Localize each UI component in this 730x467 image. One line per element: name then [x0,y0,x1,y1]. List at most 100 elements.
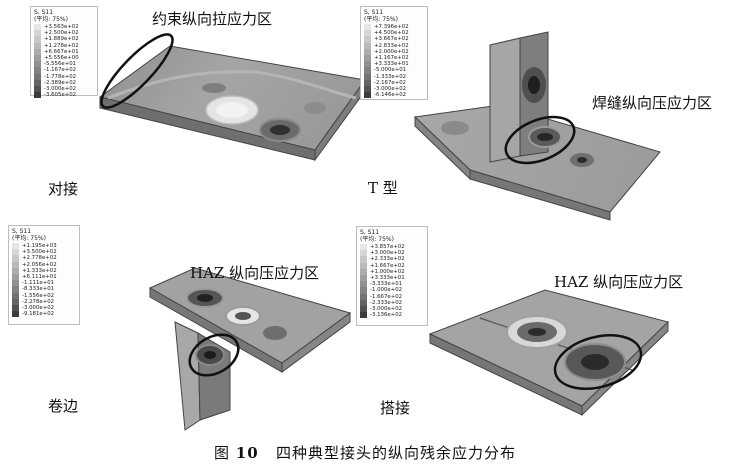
legend-swatch [360,293,367,300]
legend-swatch [12,261,19,268]
legend-level: +3.667e+02 [374,36,409,43]
legend-level: +2.500e+02 [44,30,79,37]
legend-row: -1.111e+01 [12,280,76,287]
legend-row: +7.396e+02 [364,24,424,31]
legend-swatch [360,305,367,313]
legend-var: S, S11 [360,229,380,236]
legend-swatch [364,30,371,37]
legend-swatch [12,255,19,262]
legend-level: -3.000e+02 [44,85,77,92]
legend-swatch [360,268,367,275]
legend-swatch [364,36,371,43]
legend-swatch [364,85,371,93]
figure-title: 四种典型接头的纵向残余应力分布 [275,444,516,462]
legend-row: +2.000e+02 [364,48,424,55]
legend-row: +1.000e+02 [360,268,424,275]
legend-row: -3.000e+02 [360,305,424,313]
figure-label: 图 [214,444,231,462]
legend-row: -3.000e+02 [34,85,94,93]
legend-row: +3.000e+02 [360,250,424,257]
legend-level: +3.333e+01 [374,61,409,68]
legend-row: +3.667e+02 [364,36,424,43]
legend-level: +1.195e+03 [22,243,57,250]
lap-joint-model [428,289,669,417]
legend-row: -2.278e+02 [12,298,76,305]
legend-swatch [360,250,367,257]
legend-swatch [12,298,19,305]
legend-row: -2.333e+02 [360,299,424,306]
legend-var: S, S11 [12,228,32,235]
annotation-flange: HAZ 纵向压应力区 [190,264,320,282]
annotation-lap: HAZ 纵向压应力区 [554,273,684,291]
legend-level: -3.136e+02 [370,312,403,319]
legend-level: -2.278e+02 [22,298,55,305]
legend-row: -2.167e+02 [364,79,424,86]
legend-swatch [360,244,367,251]
annotation-butt: 约束纵向拉应力区 [152,10,273,28]
legend-row: -1.000e+02 [360,287,424,294]
legend-row: -1.333e+02 [364,73,424,80]
legend-row: +2.056e+02 [12,261,76,268]
legend-row: -3.136e+02 [360,312,424,319]
legend-swatch [34,85,41,93]
legend-row: +2.333e+02 [360,256,424,263]
legend-swatch [364,67,371,74]
legend-swatch [12,273,19,281]
legend-avg: (平均: 75%) [12,235,46,242]
legend-level: +2.333e+02 [370,256,405,263]
legend-row: -1.667e+02 [360,293,424,300]
figure-caption: 图 10 四种典型接头的纵向残余应力分布 [0,442,730,463]
legend-level: -1.556e+02 [22,292,55,299]
tee-joint-model [413,31,661,221]
legend-row: +2.778e+02 [12,255,76,262]
caption-flange: 卷边 [48,397,79,415]
legend-swatch [12,243,19,250]
legend-swatch [360,262,367,269]
legend-swatch [34,48,41,55]
figure-number: 10 [235,444,259,462]
legend-row: -1.778e+02 [34,73,94,80]
legend-swatch [12,267,19,274]
legend-row: +2.833e+02 [364,42,424,49]
legend-level: -5.000e+01 [374,67,407,74]
legend-level: +3.857e+02 [370,244,405,251]
legend-level: +6.667e+01 [44,48,79,55]
legend-level: +1.667e+02 [370,262,405,269]
legend-row: +3.563e+02 [34,24,94,31]
legend-swatch [34,73,41,80]
legend-level: -2.389e+02 [44,79,77,86]
legend-level: +3.500e+02 [22,249,57,256]
legend-level: -1.667e+02 [370,293,403,300]
legend-level: -2.167e+02 [374,79,407,86]
legend-swatch [12,286,19,293]
legend-swatch [12,304,19,312]
legend-swatch [12,311,19,318]
legend-level: -5.556e+01 [44,61,77,68]
legend-level: +3.333e+01 [370,275,405,282]
legend-level: -6.146e+02 [374,92,407,99]
legend-flange: S, S11 (平均: 75%) +1.195e+03+3.500e+02+2.… [8,225,80,325]
legend-row: -8.333e+01 [12,286,76,293]
legend-swatch [34,30,41,37]
legend-level: -3.000e+02 [22,304,55,311]
legend-row: +1.278e+02 [34,42,94,49]
legend-level: -1.111e+01 [22,280,55,287]
legend-swatch [360,281,367,288]
legend-row: +5.556e+00 [34,54,94,62]
legend-row: -1.167e+02 [34,67,94,74]
legend-level: -3.000e+02 [374,85,407,92]
legend-level: +1.889e+02 [44,36,79,43]
legend-row: +6.111e+01 [12,273,76,281]
legend-row: +6.667e+01 [34,48,94,55]
legend-row: -5.556e+01 [34,61,94,68]
butt-joint-model [98,33,366,162]
legend-row: -3.000e+02 [364,85,424,93]
legend-butt: S, S11 (平均: 75%) +3.563e+02+2.500e+02+1.… [30,6,98,99]
legend-row: +3.857e+02 [360,244,424,251]
legend-level: +2.778e+02 [22,255,57,262]
legend-row: +1.889e+02 [34,36,94,43]
legend-level: -2.333e+02 [370,299,403,306]
legend-level: +1.000e+02 [370,268,405,275]
legend-level: -1.778e+02 [44,73,77,80]
legend-level: -3.605e+02 [44,92,77,99]
